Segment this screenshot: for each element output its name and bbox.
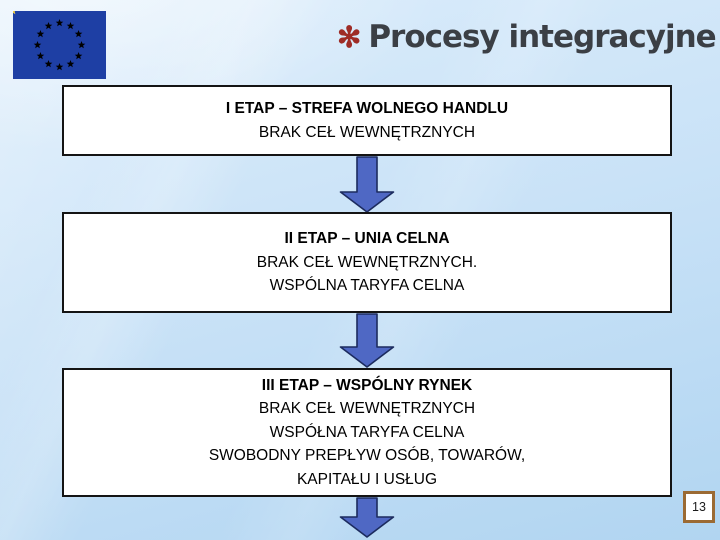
stage-box-3: III ETAP – WSPÓLNY RYNEK BRAK CEŁ WEWNĘT… xyxy=(62,368,672,497)
stage-box-1: I ETAP – STREFA WOLNEGO HANDLU BRAK CEŁ … xyxy=(62,85,672,156)
stage-box-line: BRAK CEŁ WEWNĘTRZNYCH xyxy=(258,400,476,418)
title-row: ✻ Procesy integracyjne xyxy=(337,19,717,56)
page-title: Procesy integracyjne xyxy=(368,19,716,55)
stage-box-line: BRAK CEŁ WEWNĘTRZNYCH. xyxy=(256,253,478,271)
page-number-badge: 13 xyxy=(683,491,715,523)
stage-box-title: I ETAP – STREFA WOLNEGO HANDLU xyxy=(225,100,509,117)
stage-box-line: BRAK CEŁ WEWNĘTRZNYCH xyxy=(258,123,476,141)
stage-box-title: III ETAP – WSPÓLNY RYNEK xyxy=(261,376,473,394)
stage-box-2: II ETAP – UNIA CELNA BRAK CEŁ WEWNĘTRZNY… xyxy=(62,212,672,313)
down-arrow-icon xyxy=(339,156,395,213)
stage-box-line: KAPITAŁU I USŁUG xyxy=(296,470,438,488)
down-arrow-icon xyxy=(339,497,395,538)
stage-box-line: WSPÓŁNA TARYFA CELNA xyxy=(269,423,465,441)
down-arrow-icon xyxy=(339,313,395,368)
page-number: 13 xyxy=(692,500,706,514)
stage-box-title: II ETAP – UNIA CELNA xyxy=(284,230,450,248)
asterisk-bullet-icon: ✻ xyxy=(337,22,362,54)
stage-box-line: WSPÓLNA TARYFA CELNA xyxy=(269,277,465,295)
stage-box-line: SWOBODNY PREPŁYW OSÓB, TOWARÓW, xyxy=(208,447,526,465)
eu-flag-icon xyxy=(13,11,106,79)
